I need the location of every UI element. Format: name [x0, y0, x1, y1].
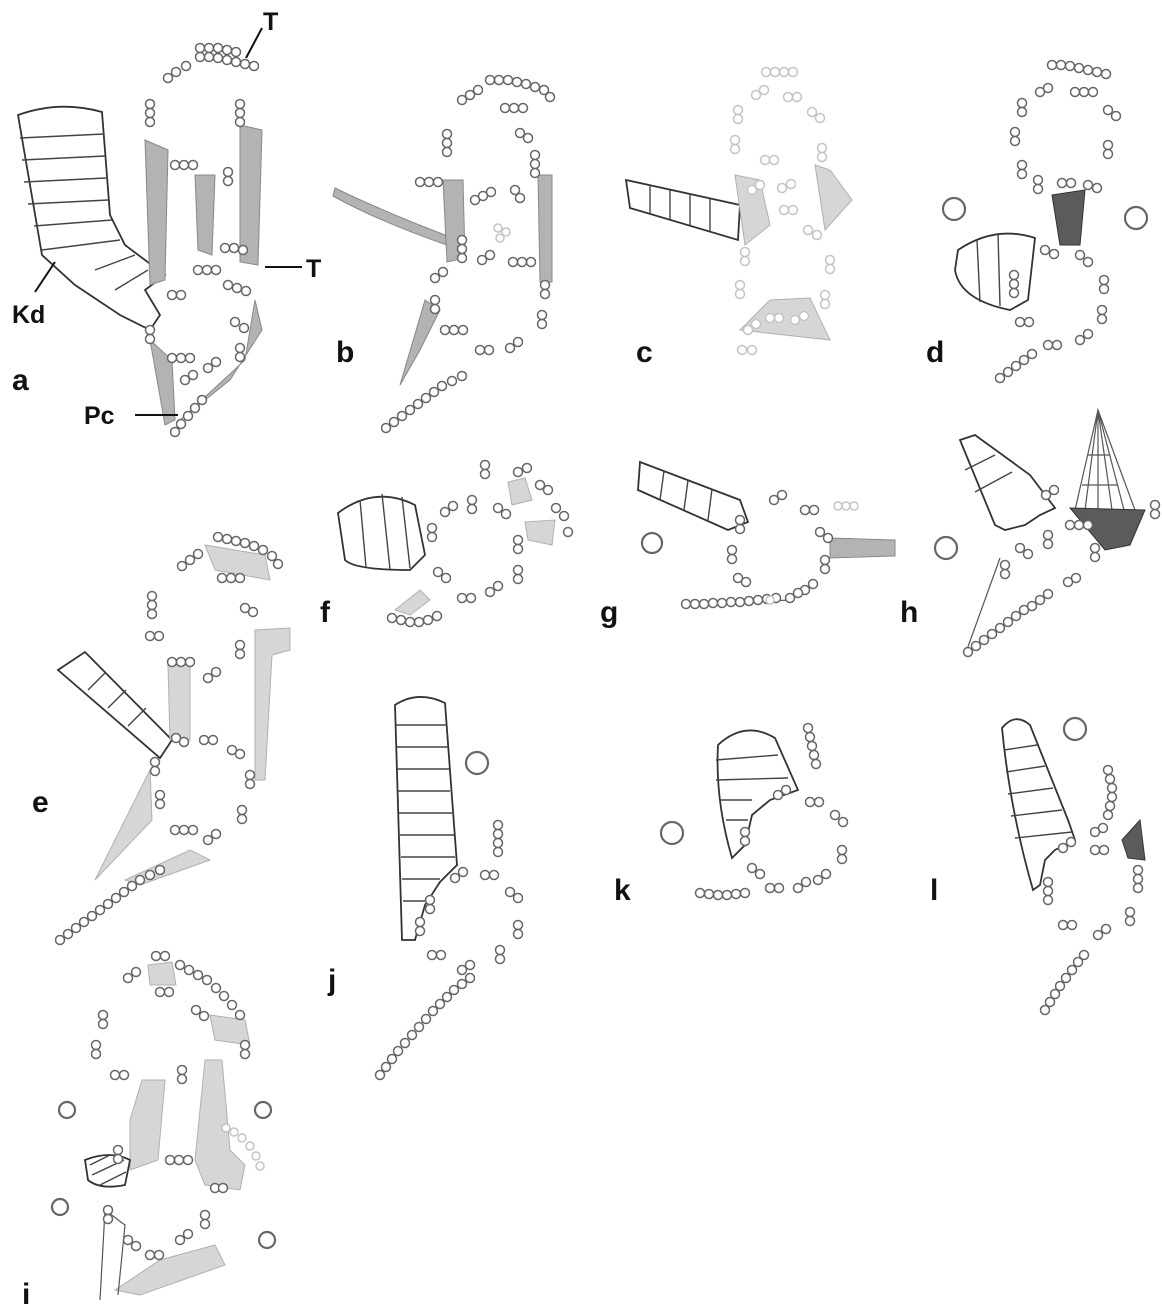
panel-letter-d: d [926, 336, 944, 369]
panel-c-stipple-2 [815, 165, 852, 230]
panel-h-kd-body [960, 435, 1055, 530]
panel-l-stipple-dark [1122, 820, 1145, 860]
panel-j-kd-body [395, 697, 457, 940]
panel-e-kd-body [58, 652, 172, 758]
leader-line-T-top [246, 28, 262, 58]
panel-g-drawing [638, 462, 895, 609]
panel-d-large-ring-right [1125, 207, 1147, 229]
panel-f-stipple-1 [508, 478, 532, 505]
panel-d-drawing [943, 61, 1147, 383]
leader-line-Kd [35, 262, 55, 292]
panel-k-drawing [661, 724, 848, 900]
panel-j-large-ring [466, 752, 488, 774]
panel-e-stipple-4 [95, 770, 152, 880]
panel-l-kd-body [1002, 719, 1075, 890]
panel-letter-h: h [900, 596, 918, 629]
panel-c-drawing [626, 68, 852, 355]
panel-b-beads [382, 76, 555, 433]
panel-letter-g: g [600, 596, 618, 629]
panel-a-stipple-4 [150, 340, 175, 425]
panel-b-faint-beads [494, 224, 510, 242]
panel-c-kd-body [626, 180, 740, 240]
panel-i-large-ring-4 [259, 1232, 275, 1248]
panel-b-stipple-spine [333, 188, 447, 245]
panel-letter-e: e [32, 786, 49, 819]
panel-j-drawing [376, 697, 523, 1080]
panel-i-stipple-1 [148, 962, 176, 985]
panel-e-stipple-2 [168, 665, 190, 740]
panel-letter-j: j [327, 964, 336, 997]
panel-f-kd-body [338, 497, 425, 570]
panel-l-drawing [1002, 718, 1145, 1015]
panel-d-kd-body [955, 234, 1035, 310]
panel-k-large-ring [661, 822, 683, 844]
panel-c-stipple-3 [740, 298, 830, 340]
panel-a-stipple-2 [195, 175, 215, 255]
panel-i-drawing [52, 952, 275, 1301]
panel-letter-l: l [930, 874, 938, 907]
panel-l-large-ring [1064, 718, 1086, 740]
panel-a-drawing [18, 28, 302, 437]
panel-h-drawing [935, 410, 1160, 657]
panel-d-large-ring-left [943, 198, 965, 220]
callout-T-top: T [263, 8, 278, 36]
panel-i-large-ring-3 [52, 1199, 68, 1215]
panel-i-stipple-5 [115, 1245, 225, 1295]
panel-g-kd-body [638, 462, 748, 530]
panel-e-drawing [56, 533, 291, 945]
panel-i-large-ring-1 [59, 1102, 75, 1118]
panel-i-stipple-4 [195, 1060, 245, 1190]
panel-g-stipple-bar [830, 538, 895, 558]
panel-letter-k: k [614, 874, 631, 907]
callout-Kd: Kd [12, 301, 45, 329]
panel-f-stipple-2 [525, 520, 555, 545]
panel-letter-i: i [22, 1278, 30, 1311]
panel-h-large-ring [935, 537, 957, 559]
panel-i-stipple-3 [130, 1080, 165, 1170]
panel-letter-b: b [336, 336, 354, 369]
panel-e-stipple-3 [255, 628, 290, 780]
panel-letter-a: a [12, 364, 29, 397]
panel-letter-f: f [320, 596, 331, 629]
callout-T-mid: T [306, 255, 321, 283]
panel-i-large-ring-2 [255, 1102, 271, 1118]
panel-letter-c: c [636, 336, 653, 369]
panel-a-kd-body [18, 107, 165, 330]
panel-g-large-ring [642, 533, 662, 553]
callout-Pc: Pc [84, 402, 115, 430]
panel-f-stipple-3 [395, 590, 430, 615]
panel-a-stipple-3 [240, 125, 262, 265]
panel-f-drawing [338, 461, 573, 627]
panel-b-stipple-3 [538, 175, 552, 282]
panel-d-stipple-dark [1052, 190, 1085, 245]
panel-b-drawing [333, 76, 555, 433]
